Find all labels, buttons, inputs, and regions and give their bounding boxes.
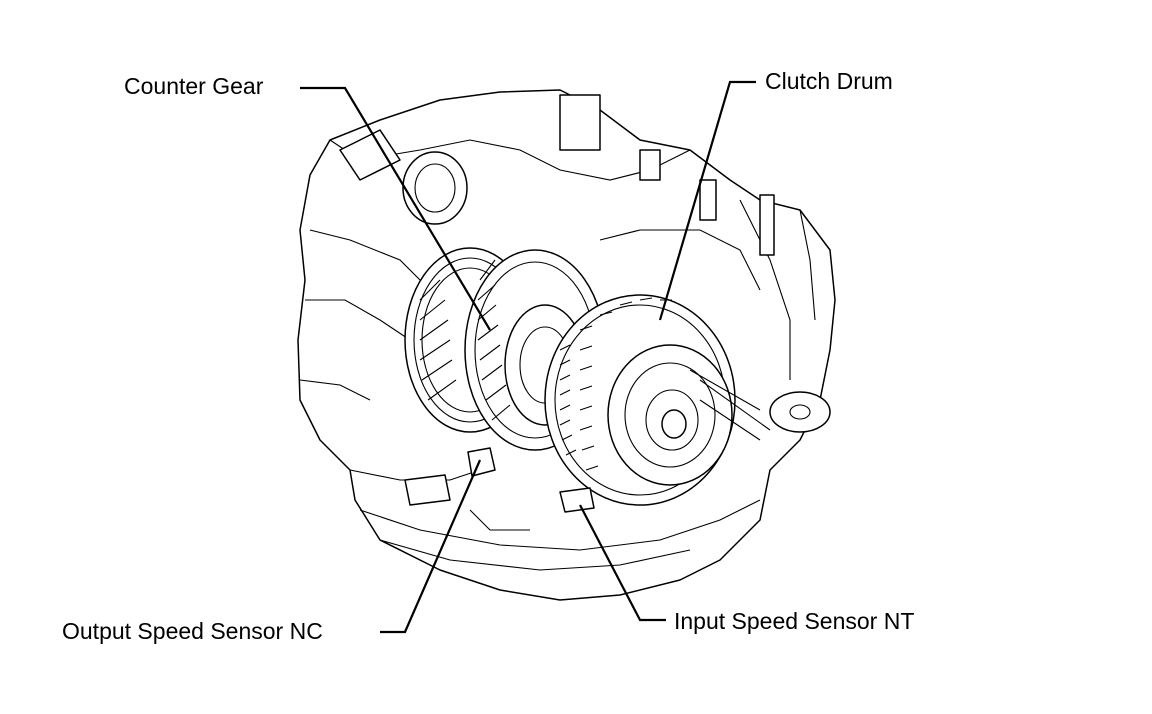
clutch-drum-label: Clutch Drum [765, 68, 893, 94]
sensor-drawings [467, 447, 595, 513]
output-speed-sensor-label: Output Speed Sensor NC [62, 618, 323, 644]
input-speed-sensor-label: Input Speed Sensor NT [674, 608, 915, 634]
clutch-drum-leader [658, 80, 756, 321]
input-speed-sensor-leader [579, 504, 666, 622]
output-speed-sensor-leader [380, 459, 482, 634]
counter-gear-label: Counter Gear [124, 73, 264, 99]
clutch-drum-drawing [544, 294, 771, 506]
counter-gear-leader [300, 86, 491, 331]
leader-lines [300, 80, 756, 634]
